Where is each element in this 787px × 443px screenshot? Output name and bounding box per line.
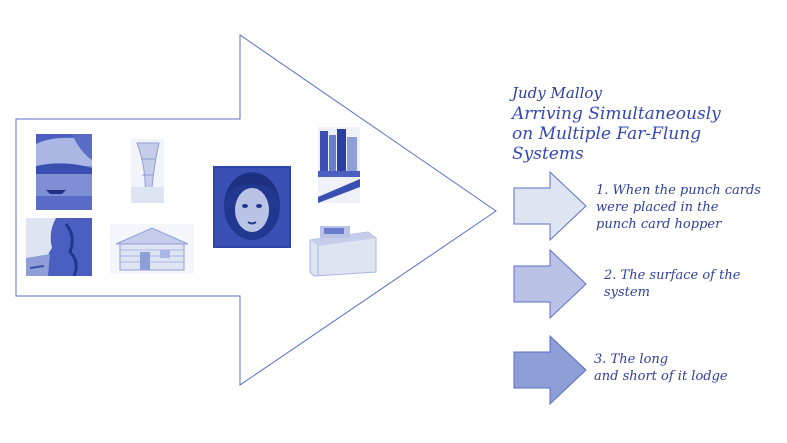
computer-terminal-image[interactable] — [306, 222, 378, 278]
nav-label-line: 1. When the punch cards — [596, 183, 761, 198]
nav-label-line: punch card hopper — [596, 217, 722, 232]
canoe-image[interactable] — [131, 139, 164, 203]
nav-label-line: 2. The surface of the — [604, 268, 741, 283]
nav-label-line: were placed in the — [596, 200, 719, 215]
nav-link-punch-cards[interactable]: 1. When the punch cards were placed in t… — [512, 170, 782, 242]
nav-link-long-and-short[interactable]: 3. The long and short of it lodge — [512, 334, 782, 406]
nav-label-line: 3. The long — [594, 352, 669, 367]
portrait-image[interactable] — [213, 166, 291, 248]
lake-canoe-image[interactable] — [36, 134, 92, 210]
title-line: on Multiple Far-Flung — [512, 124, 702, 144]
author-name: Judy Malloy — [512, 84, 602, 102]
nav-link-label: 2. The surface of the system — [604, 267, 740, 301]
nav-link-label: 1. When the punch cards were placed in t… — [596, 182, 761, 233]
nav-label-line: system — [604, 285, 650, 300]
log-cabin-image[interactable] — [110, 224, 194, 274]
nav-link-label: 3. The long and short of it lodge — [594, 351, 728, 385]
bookshelf-image[interactable] — [318, 127, 360, 203]
arrow-right-icon — [513, 334, 587, 406]
page-title: Arriving Simultaneously on Multiple Far-… — [512, 104, 772, 164]
nav-link-surface[interactable]: 2. The surface of the system — [512, 248, 782, 320]
nav-label-line: and short of it lodge — [594, 369, 728, 384]
arrow-right-icon — [513, 170, 587, 242]
arrow-right-icon — [513, 248, 587, 320]
rock-cliff-image[interactable] — [26, 218, 92, 276]
title-line: Arriving Simultaneously — [512, 104, 721, 124]
title-line: Systems — [512, 144, 584, 164]
